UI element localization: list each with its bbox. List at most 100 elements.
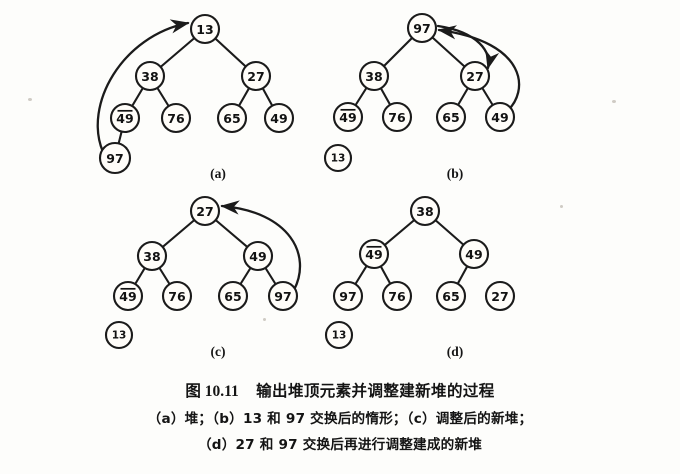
node-38-circle <box>136 240 168 272</box>
tree-node-38: 38 <box>136 240 168 272</box>
node-49-circle <box>242 240 274 272</box>
node-49-bar-label: 49 <box>119 289 136 304</box>
tree-node-76: 76 <box>161 280 193 312</box>
node-27-root-circle <box>189 195 221 227</box>
figure-caption-line-2: （a）堆；（b）13 和 97 交换后的惰形；（c）调整后的新堆； <box>147 411 533 427</box>
scan-speck <box>560 205 563 208</box>
tree-node-49: 49 <box>263 102 295 134</box>
node-65-circle <box>217 280 249 312</box>
panel-c: 27 38 49 49 76 65 97 13 (c) <box>104 195 302 359</box>
node-13-root-label: 13 <box>196 22 213 37</box>
tree-node-27: 27 <box>459 60 491 92</box>
tree-node-76: 76 <box>381 280 413 312</box>
node-97-label: 97 <box>339 289 356 304</box>
node-13-detached-circle <box>104 320 134 350</box>
tree-node-49: 49 <box>484 101 516 133</box>
heap-adjustment-figure: 13 38 27 49 76 65 49 97 (a) 97 38 27 49 76 65 49 13 (b) 27… <box>96 12 521 359</box>
node-13-detached-label: 13 <box>331 153 346 165</box>
node-49-label: 49 <box>491 110 508 125</box>
tree-node-13: 13 <box>324 320 354 350</box>
figure-caption-main: 输出堆顶元素并调整建新堆的过程 <box>256 382 495 400</box>
node-38-circle <box>358 60 390 92</box>
node-49-circle <box>263 102 295 134</box>
tree-node-49: 49 <box>458 238 490 270</box>
tree-node-49: 49 <box>109 102 141 134</box>
node-76-circle <box>161 280 193 312</box>
node-76-circle <box>381 101 413 133</box>
node-65-label: 65 <box>442 110 459 125</box>
tree-node-97: 97 <box>406 12 438 44</box>
node-97-circle <box>332 280 364 312</box>
scan-speck <box>263 318 266 321</box>
node-76-label: 76 <box>388 289 406 304</box>
node-27-circle <box>240 60 272 92</box>
tree-node-76: 76 <box>381 101 413 133</box>
node-13-detached-circle <box>324 320 354 350</box>
node-65-label: 65 <box>223 111 240 126</box>
node-49-bar-label: 49 <box>365 247 382 262</box>
tree-node-49: 49 <box>242 240 274 272</box>
node-97-root-circle <box>406 12 438 44</box>
scan-speck <box>28 98 32 101</box>
tree-node-49: 49 <box>358 238 390 270</box>
tree-node-65: 65 <box>216 102 248 134</box>
node-65-circle <box>216 102 248 134</box>
tree-node-65: 65 <box>435 101 467 133</box>
swap-arc-97-to-27 <box>220 200 302 292</box>
node-49-circle <box>484 101 516 133</box>
node-13-detached-label: 13 <box>332 330 347 342</box>
figure-caption-title: 图 10.11 输出堆顶元素并调整建新堆的过程 <box>0 379 680 401</box>
node-27-label: 27 <box>466 69 483 84</box>
tree-node-38: 38 <box>409 195 441 227</box>
tree-node-38: 38 <box>134 60 166 92</box>
node-49-circle <box>458 238 490 270</box>
tree-node-38: 38 <box>358 60 390 92</box>
node-27-label: 27 <box>247 69 264 84</box>
tree-node-27: 27 <box>189 195 221 227</box>
figure-number: 图 10.11 <box>185 383 239 400</box>
tree-node-76: 76 <box>160 102 192 134</box>
node-49-label: 49 <box>249 249 266 264</box>
swap-arc-97-to-13 <box>96 19 190 154</box>
tree-node-27: 27 <box>240 60 272 92</box>
scan-speck <box>612 100 616 103</box>
node-38-label: 38 <box>143 249 160 264</box>
tree-node-97: 97 <box>332 280 364 312</box>
node-76-label: 76 <box>388 110 406 125</box>
tree-node-13: 13 <box>189 13 221 45</box>
node-97-label: 97 <box>274 289 291 304</box>
node-65-label: 65 <box>224 289 241 304</box>
tree-node-49: 49 <box>332 101 364 133</box>
node-65-circle <box>435 101 467 133</box>
panel-a: 13 38 27 49 76 65 49 97 (a) <box>96 13 295 181</box>
node-27-root-label: 27 <box>196 204 213 219</box>
node-13-detached-circle <box>323 143 353 173</box>
tree-node-65: 65 <box>217 280 249 312</box>
figure-caption-line-3: （d）27 和 97 交换后再进行调整建成的新堆 <box>197 437 483 453</box>
tree-node-27: 27 <box>484 280 516 312</box>
node-38-root-circle <box>409 195 441 227</box>
node-27-circle <box>459 60 491 92</box>
panel-label-d: (d) <box>447 344 464 359</box>
node-76-circle <box>160 102 192 134</box>
panel-label-b: (b) <box>447 166 464 181</box>
panel-label-c: (c) <box>211 344 226 359</box>
node-49-label: 49 <box>465 247 482 262</box>
node-97-detached-label: 97 <box>106 151 123 166</box>
tree-node-65: 65 <box>435 280 467 312</box>
panel-label-a: (a) <box>210 166 226 181</box>
node-76-circle <box>381 280 413 312</box>
node-38-circle <box>134 60 166 92</box>
tree-node-97: 97 <box>267 280 299 312</box>
tree-node-13: 13 <box>104 320 134 350</box>
compare-arc-97-to-27 <box>436 24 500 70</box>
node-38-label: 38 <box>365 69 382 84</box>
node-49-bar-label: 49 <box>116 111 133 126</box>
tree-node-97: 97 <box>98 141 132 175</box>
node-97-circle <box>267 280 299 312</box>
node-27-detached-label: 27 <box>491 289 508 304</box>
node-76-label: 76 <box>168 289 186 304</box>
node-49-label: 49 <box>270 111 287 126</box>
node-13-root-circle <box>189 13 221 45</box>
